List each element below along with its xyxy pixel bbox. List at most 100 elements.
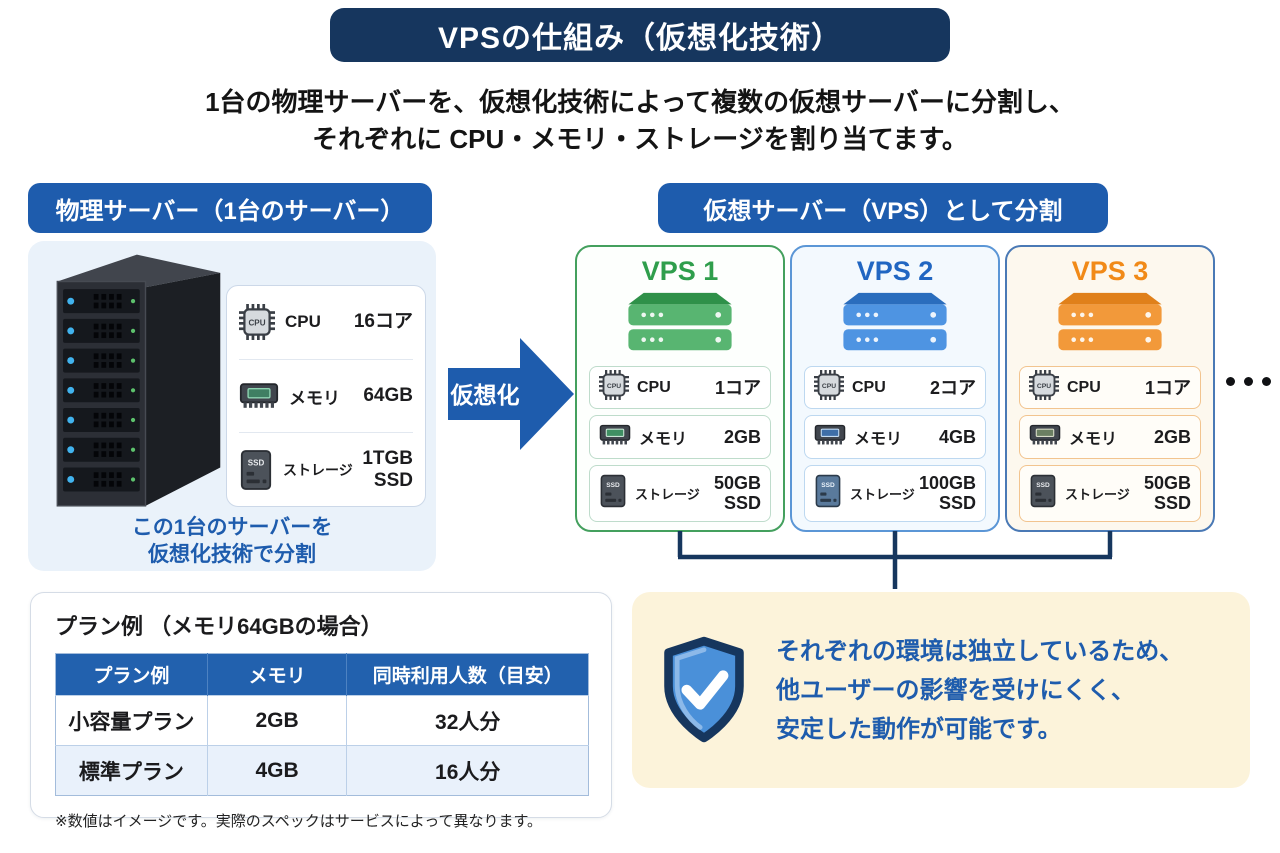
plan-header-memory: メモリ	[207, 653, 348, 696]
svg-text:CPU: CPU	[248, 319, 265, 328]
shield-check-icon	[664, 636, 744, 743]
virtual-server-header: 仮想サーバー（VPS）として分割	[658, 183, 1108, 233]
spec-label: CPU	[285, 312, 321, 332]
vps-spec-row-storage: SSD ストレージ 50GB SSD	[1019, 464, 1201, 522]
physical-caption: この1台のサーバーを 仮想化技術で分割	[28, 514, 436, 568]
plan-title: プラン例 （メモリ64GBの場合）	[55, 614, 383, 639]
server-stack-icon	[1058, 292, 1162, 351]
spec-value: 2GB	[723, 427, 761, 448]
ssd-drive-icon: SSD	[814, 474, 842, 513]
plan-header-users: 同時利用人数（目安）	[346, 653, 589, 696]
note-line-3: 安定した動作が可能です。	[776, 715, 1062, 743]
spec-value: 1コア	[1144, 377, 1191, 398]
spec-label: CPU	[637, 378, 671, 396]
server-stack-icon	[843, 292, 947, 351]
vps-card-title: VPS 1	[641, 256, 719, 286]
vps-spec-row-memory: メモリ 2GB	[1019, 415, 1201, 459]
vps-spec-row-memory: メモリ 2GB	[589, 415, 771, 459]
note-line-2: 他ユーザーの影響を受けにくく、	[776, 676, 1136, 704]
subtitle: 1台の物理サーバーを、仮想化技術によって複数の仮想サーバーに分割し、 それぞれに…	[0, 84, 1280, 158]
spec-value: 64GB	[363, 385, 413, 406]
vps-card-title: VPS 3	[1071, 256, 1149, 286]
memory-chip-icon	[1029, 422, 1061, 453]
vps-spec-row-storage: SSD ストレージ 50GB SSD	[589, 464, 771, 522]
vps-spec-row-memory: メモリ 4GB	[804, 415, 986, 459]
memory-chip-icon	[599, 422, 631, 453]
cpu-chip-icon: CPU	[239, 304, 275, 341]
note-line-1: それぞれの環境は独立しているため、	[776, 637, 1184, 665]
spec-label: ストレージ	[850, 486, 915, 502]
spec-label: CPU	[1067, 378, 1101, 396]
spec-value: 2コア	[929, 377, 976, 398]
vps-spec-row-storage: SSD ストレージ 100GB SSD	[804, 464, 986, 522]
plan-cell: 小容量プラン	[55, 695, 208, 746]
svg-text:CPU: CPU	[1037, 383, 1051, 390]
ssd-drive-icon: SSD	[1029, 474, 1057, 513]
plan-table: プラン例 メモリ 同時利用人数（目安） 小容量プラン 2GB 32人分 標準プラ…	[55, 653, 589, 796]
spec-value: 4GB	[938, 427, 976, 448]
virtualization-arrow: 仮想化	[448, 338, 574, 450]
plan-table-header-row: プラン例 メモリ 同時利用人数（目安）	[55, 653, 589, 696]
svg-text:SSD: SSD	[606, 482, 620, 489]
memory-chip-icon	[814, 422, 846, 453]
spec-label: ストレージ	[1065, 486, 1130, 502]
plan-example-panel: プラン例 （メモリ64GBの場合） プラン例 メモリ 同時利用人数（目安） 小容…	[30, 592, 612, 830]
table-row: 標準プラン 4GB 16人分	[55, 745, 589, 796]
plan-footnote: ※数値はイメージです。実際のスペックはサービスによって異なります。	[55, 813, 543, 830]
plan-cell: 標準プラン	[55, 745, 208, 796]
spec-label: メモリ	[639, 431, 688, 449]
svg-text:CPU: CPU	[822, 383, 836, 390]
svg-text:SSD: SSD	[821, 482, 835, 489]
spec-label: メモリ	[289, 388, 340, 408]
spec-value: 1TGB SSD	[362, 447, 413, 491]
subtitle-line-1: 1台の物理サーバーを、仮想化技術によって複数の仮想サーバーに分割し、	[205, 87, 1075, 117]
vps-spec-row-cpu: CPU CPU 1コア	[589, 366, 771, 410]
server-stack-icon	[628, 292, 732, 351]
title-banner: VPSの仕組み（仮想化技術）	[330, 8, 950, 62]
vps-card-title: VPS 2	[856, 256, 934, 286]
subtitle-line-2: それぞれに CPU・メモリ・ストレージを割り当てます。	[312, 124, 968, 154]
plan-header-plan: プラン例	[55, 653, 208, 696]
svg-text:SSD: SSD	[1036, 482, 1050, 489]
spec-label: ストレージ	[635, 486, 700, 502]
plan-cell: 4GB	[207, 745, 348, 796]
vps-card-1: VPS 1 CPU CPU 1コア	[575, 245, 785, 532]
physical-caption-line-1: この1台のサーバーを	[131, 516, 333, 539]
physical-server-panel: CPU CPU 16コア メモリ 64GB	[28, 241, 436, 571]
more-servers-ellipsis-icon	[1226, 377, 1271, 386]
virtual-server-header-label: 仮想サーバー（VPS）として分割	[703, 197, 1063, 225]
server-tower-illustration	[56, 254, 221, 507]
isolation-note-box: それぞれの環境は独立しているため、 他ユーザーの影響を受けにくく、 安定した動作…	[632, 592, 1250, 788]
cpu-chip-icon: CPU	[1029, 370, 1059, 405]
arrow-label: 仮想化	[450, 382, 520, 408]
svg-text:CPU: CPU	[607, 383, 621, 390]
physical-spec-row-memory: メモリ 64GB	[239, 358, 413, 433]
physical-spec-row-cpu: CPU CPU 16コア	[239, 286, 413, 359]
physical-caption-line-2: 仮想化技術で分割	[148, 543, 316, 566]
cpu-chip-icon: CPU	[814, 370, 844, 405]
spec-value: 16コア	[353, 311, 413, 333]
spec-value: 2GB	[1153, 427, 1191, 448]
svg-text:SSD: SSD	[248, 458, 265, 467]
spec-value: 50GB SSD	[1143, 473, 1191, 514]
plan-cell: 16人分	[346, 745, 589, 796]
plan-cell: 2GB	[207, 695, 348, 746]
spec-value: 1コア	[714, 377, 761, 398]
vps-spec-row-cpu: CPU CPU 2コア	[804, 366, 986, 410]
spec-label: メモリ	[1069, 431, 1118, 449]
spec-label: CPU	[852, 378, 886, 396]
vps-card-3: VPS 3 CPU CPU 1コア	[1005, 245, 1215, 532]
spec-value: 100GB SSD	[918, 473, 976, 514]
ssd-drive-icon: SSD	[239, 449, 273, 491]
physical-spec-card: CPU CPU 16コア メモリ 64GB	[226, 285, 426, 507]
ssd-drive-icon: SSD	[599, 474, 627, 513]
isolation-note-text: それぞれの環境は独立しているため、 他ユーザーの影響を受けにくく、 安定した動作…	[776, 632, 1183, 749]
memory-chip-icon	[239, 380, 279, 412]
plan-cell: 32人分	[346, 695, 589, 746]
physical-server-header: 物理サーバー（1台のサーバー）	[28, 183, 432, 233]
vps-card-2: VPS 2 CPU CPU 2コア	[790, 245, 1000, 532]
spec-label: ストレージ	[283, 461, 353, 478]
table-row: 小容量プラン 2GB 32人分	[55, 695, 589, 746]
page-title: VPSの仕組み（仮想化技術）	[437, 22, 843, 55]
